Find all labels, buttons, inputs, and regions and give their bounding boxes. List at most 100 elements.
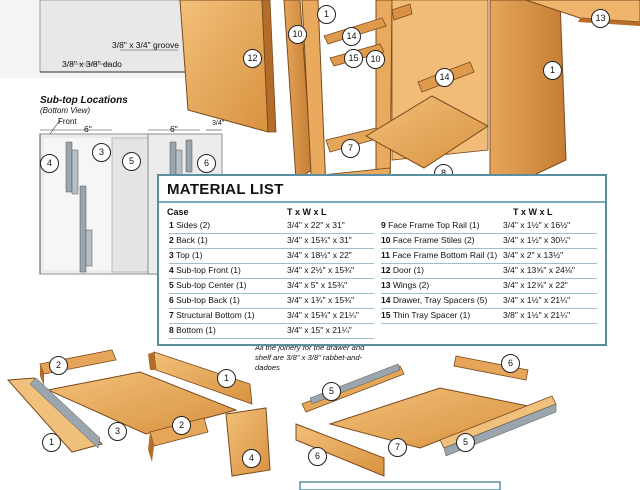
part-name: 7 Structural Bottom (1) (169, 310, 255, 320)
part-dimensions: 3/4" x 15" x 21¼" (287, 325, 352, 335)
callout: 4 (40, 154, 59, 173)
part-dimensions: 3/4" x 2½" x 15¾" (287, 265, 355, 275)
material-row: 2 Back (1) 3/4" x 15¾" x 31" (169, 235, 374, 249)
material-list: MATERIAL LIST Case T x W x L T x W x L 1… (157, 174, 607, 346)
part-number: 12 (381, 265, 391, 275)
callout: 3 (108, 422, 127, 441)
part-label: Wings (2) (392, 280, 430, 290)
row-rule (381, 308, 597, 309)
callout: 6 (308, 447, 327, 466)
dado-detail (0, 0, 190, 78)
callout: 1 (543, 61, 562, 80)
part-dimensions: 3/4" x 15¾" x 31" (287, 235, 352, 245)
material-row: 10 Face Frame Stiles (2)3/4" x 1½" x 30¼… (381, 235, 597, 249)
row-rule (169, 263, 374, 264)
part-number: 2 (169, 235, 174, 245)
row-rule (169, 278, 374, 279)
part-dimensions: 3/4" x 15¾" x 21¼" (287, 310, 359, 320)
part-name: 3 Top (1) (169, 250, 202, 260)
part-number: 13 (381, 280, 391, 290)
callout: 5 (122, 152, 141, 171)
material-row: 7 Structural Bottom (1) 3/4" x 15¾" x 21¼… (169, 310, 374, 324)
row-rule (381, 233, 597, 234)
callout: 4 (242, 449, 261, 468)
dado-label: 3/8" x 3/8" dado (62, 59, 122, 69)
subtop-title: Sub-top Locations (40, 95, 128, 106)
dim-fraction: 3/4" (212, 120, 225, 127)
part-name: 15 Thin Tray Spacer (1) (381, 310, 470, 320)
part-label: Face Frame Top Rail (1) (388, 220, 480, 230)
row-rule (169, 308, 374, 309)
part-label: Sub-top Center (1) (176, 280, 247, 290)
callout: 10 (366, 50, 385, 69)
part-number: 5 (169, 280, 174, 290)
part-name: 5 Sub-top Center (1) (169, 280, 247, 290)
callout: 14 (435, 68, 454, 87)
part-name: 8 Bottom (1) (169, 325, 216, 335)
part-label: Sides (2) (176, 220, 211, 230)
material-row: 6 Sub-top Back (1) 3/4" x 1¾" x 15¾" (169, 295, 374, 309)
part-label: Face Frame Stiles (2) (392, 235, 475, 245)
door-panel (179, 0, 277, 133)
part-name: 2 Back (1) (169, 235, 208, 245)
material-row: 3 Top (1)3/4" x 18½" x 22" (169, 250, 374, 264)
part-number: 9 (381, 220, 386, 230)
callout: 7 (341, 139, 360, 158)
part-dimensions: 3/4" x 1½" x 16½" (503, 220, 571, 230)
part-label: Sub-top Back (1) (176, 295, 240, 305)
row-rule (169, 338, 374, 339)
part-number: 11 (381, 250, 390, 260)
dim-6-left: 6" (84, 124, 92, 134)
material-list-title: MATERIAL LIST (167, 181, 284, 198)
part-label: Drawer, Tray Spacers (5) (392, 295, 488, 305)
row-rule (381, 278, 597, 279)
part-label: Face Frame Bottom Rail (1) (392, 250, 498, 260)
part-dimensions: 3/4" x 1½" x 21¼" (503, 295, 571, 305)
part-name: 1 Sides (2) (169, 220, 210, 230)
part-label: Door (1) (392, 265, 425, 275)
callout: 1 (42, 433, 61, 452)
cabinet-carcase (283, 0, 640, 201)
row-rule (381, 323, 597, 324)
part-number: 4 (169, 265, 174, 275)
callout: 5 (456, 433, 475, 452)
part-name: 11 Face Frame Bottom Rail (1) (381, 250, 497, 260)
callout: 1 (217, 369, 236, 388)
material-row: 9 Face Frame Top Rail (1) 3/4" x 1½" x 16… (381, 220, 597, 234)
drawer-exploded (6, 349, 271, 477)
part-dimensions: 3/4" x 12⅝" x 22" (503, 280, 568, 290)
part-number: 15 (381, 310, 391, 320)
material-row: 15 Thin Tray Spacer (1)3/8" x 1½" x 21¼" (381, 310, 597, 324)
left-dims-heading: T x W x L (287, 207, 327, 217)
part-number: 14 (381, 295, 391, 305)
part-number: 6 (169, 295, 174, 305)
callout: 10 (288, 25, 307, 44)
part-dimensions: 3/4" x 1¾" x 15¾" (287, 295, 355, 305)
callout: 13 (591, 9, 610, 28)
material-row: 14 Drawer, Tray Spacers (5) 3/4" x 1½" x … (381, 295, 597, 309)
subtop-view: (Bottom View) (40, 106, 91, 115)
callout: 15 (344, 49, 363, 68)
row-rule (169, 248, 374, 249)
part-name: 12 Door (1) (381, 265, 424, 275)
part-dimensions: 3/4" x 2" x 13½" (503, 250, 564, 260)
callout: 3 (92, 143, 111, 162)
part-label: Top (1) (175, 250, 203, 260)
material-row: 11 Face Frame Bottom Rail (1) 3/4" x 2" x… (381, 250, 597, 264)
tray-exploded (295, 355, 557, 490)
part-dimensions: 3/4" x 13⅝" x 24⅛" (503, 265, 575, 275)
material-row: 8 Bottom (1) 3/4" x 15" x 21¼" (169, 325, 374, 339)
material-row: 13 Wings (2) 3/4" x 12⅝" x 22" (381, 280, 597, 294)
part-name: 10 Face Frame Stiles (2) (381, 235, 475, 245)
part-number: 7 (169, 310, 174, 320)
callout: 2 (172, 416, 191, 435)
part-name: 13 Wings (2) (381, 280, 429, 290)
callout: 14 (342, 27, 361, 46)
callout: 12 (243, 49, 262, 68)
part-name: 4 Sub-top Front (1) (169, 265, 241, 275)
callout: 7 (388, 438, 407, 457)
callout: 5 (322, 382, 341, 401)
row-rule (381, 248, 597, 249)
callout: 6 (501, 354, 520, 373)
callout: 1 (317, 5, 336, 24)
